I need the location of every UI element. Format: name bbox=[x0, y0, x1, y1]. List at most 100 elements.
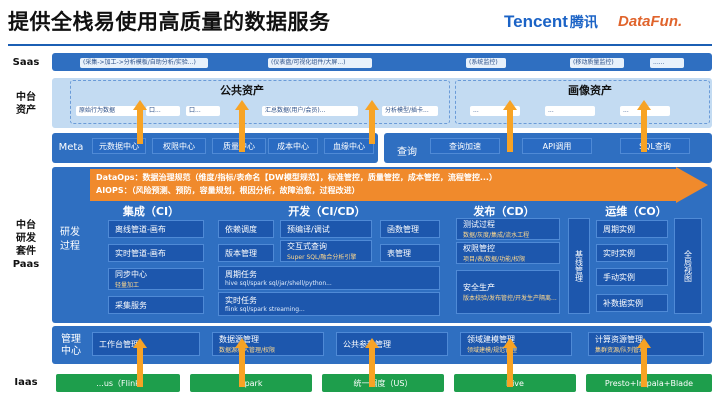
mgmt-label: 管理 中心 bbox=[61, 334, 81, 357]
header-divider bbox=[8, 44, 712, 46]
dev-item-cycle-label: 周期任务 bbox=[225, 270, 257, 279]
co-baseline: 基线管理 bbox=[568, 218, 590, 314]
meta-item-metadata: 元数据中心 bbox=[92, 138, 146, 154]
cd-item-safe-label: 安全生产 bbox=[463, 283, 495, 292]
datafun-logo: DataFun. bbox=[618, 13, 683, 30]
mgmt-item-datasource: 数据源管理数据源接入管理/权限 bbox=[212, 332, 324, 356]
mgmt-item-params-label: 公共参数管理 bbox=[343, 339, 391, 349]
meta-item-quality: 质量中心 bbox=[212, 138, 266, 154]
cd-item-permission-sub: 项目/表/数据/功能/权限 bbox=[463, 256, 526, 263]
mgmt-item-compute-sub: 集群资源/队列管理 bbox=[595, 347, 646, 354]
public-asset-chip-2: 口... bbox=[146, 106, 180, 116]
row-label-asset: 中台 资产 bbox=[16, 92, 36, 116]
saas-band bbox=[52, 53, 712, 71]
mgmt-item-compute-label: 计算资源管理 bbox=[595, 335, 643, 344]
saas-chip-4: (移动质量监控) bbox=[570, 58, 624, 68]
tencent-logo-text: Tencent bbox=[504, 12, 568, 31]
dataops-banner bbox=[90, 167, 708, 203]
cd-item-safe-sub: 版本校验/发布管控/开发生产隔离... bbox=[463, 295, 557, 302]
public-asset-chip-4: 汇总数据(用户/会员)... bbox=[262, 106, 358, 116]
dev-item-precompile: 预编译/调试 bbox=[280, 220, 372, 238]
meta-item-permission: 权限中心 bbox=[152, 138, 206, 154]
query-item-sql: SQL查询 bbox=[620, 138, 690, 154]
page-title: 提供全栈易使用高质量的数据服务 bbox=[8, 10, 331, 34]
iaas-spark: Spark bbox=[190, 374, 312, 392]
ci-item-sync: 同步中心轻量加工 bbox=[108, 268, 204, 290]
meta-label: Meta bbox=[58, 142, 84, 153]
stage-ci: 集成（CI） bbox=[122, 205, 180, 218]
ci-item-collect: 采集服务 bbox=[108, 296, 204, 314]
cd-item-test-label: 测试过程 bbox=[463, 220, 495, 229]
public-asset-chip-3: 口... bbox=[186, 106, 220, 116]
saas-chip-1: (采集->加工->分析模板/自助分析/实验...) bbox=[80, 58, 208, 68]
mgmt-item-workbench: 工作台管理 bbox=[92, 332, 200, 356]
saas-chip-2: (仪表盘/可视化组件/大屏...) bbox=[268, 58, 372, 68]
dev-item-schedule: 依赖调度 bbox=[218, 220, 274, 238]
cd-item-test-sub: 数据/灰度/集成/流水工程 bbox=[463, 232, 530, 239]
portrait-asset-chip-1: ... bbox=[470, 106, 520, 116]
mgmt-item-datasource-sub: 数据源接入管理/权限 bbox=[219, 347, 276, 354]
mgmt-item-modeling-label: 领域建模管理 bbox=[467, 335, 515, 344]
portrait-asset-frame bbox=[455, 80, 710, 124]
asset-band bbox=[52, 78, 712, 128]
portrait-asset-title: 画像资产 bbox=[568, 84, 612, 97]
dev-item-tables: 表管理 bbox=[380, 244, 440, 262]
portrait-asset-chip-3: ... bbox=[620, 106, 670, 116]
saas-chip-5: ...... bbox=[650, 58, 684, 68]
co-item-manual: 手动实例 bbox=[596, 268, 668, 286]
dev-item-interactive: 交互式查询 Super SQL/融合分析引擎 bbox=[280, 240, 372, 262]
dev-item-version: 版本管理 bbox=[218, 244, 274, 262]
co-item-backfill: 补数据实例 bbox=[596, 294, 668, 312]
process-label: 研发 过程 bbox=[60, 227, 80, 252]
dev-item-realtime-label: 实时任务 bbox=[225, 296, 257, 305]
ci-item-collect-label: 采集服务 bbox=[115, 300, 147, 310]
co-global-view: 全局视图 bbox=[674, 218, 702, 314]
ci-item-sync-label: 同步中心 bbox=[115, 270, 147, 279]
stage-co: 运维（CO） bbox=[605, 205, 667, 218]
public-asset-frame bbox=[70, 80, 450, 124]
iaas-flink: ...us（Flink bbox=[56, 374, 180, 392]
public-asset-chip-1: 原始行为数据 bbox=[76, 106, 140, 116]
mgmt-item-params: 公共参数管理 bbox=[336, 332, 448, 356]
dev-item-cycle-sub: hive sql/spark sql/jar/shell/python... bbox=[225, 280, 332, 287]
mgmt-item-modeling-sub: 领域建模/规范管理 bbox=[467, 347, 518, 354]
public-asset-chip-5: 分析模型/插卡... bbox=[382, 106, 438, 116]
row-label-paas: 中台 研发 套件 Paas bbox=[12, 220, 40, 270]
public-asset-title: 公共资产 bbox=[220, 84, 264, 97]
query-label: 查询 bbox=[397, 147, 417, 158]
row-label-saas: Saas bbox=[12, 56, 40, 68]
query-item-api: API调用 bbox=[522, 138, 592, 154]
iaas-presto: Presto+Impala+Blade bbox=[586, 374, 712, 392]
stage-dev: 开发（CI/CD） bbox=[288, 205, 366, 218]
ci-item-sync-sub: 轻量加工 bbox=[115, 282, 140, 289]
saas-chip-3: (系统监控) bbox=[466, 58, 506, 68]
cd-item-permission-label: 权限管控 bbox=[463, 244, 495, 253]
dev-item-interactive-sub: Super SQL/融合分析引擎 bbox=[287, 254, 357, 261]
dataops-line: DataOps：数据治理规范（维度/指标/表命名【DW模型规范】，标准管控，质量… bbox=[96, 173, 497, 182]
ci-item-realtime-label: 实时管道-画布 bbox=[115, 248, 166, 258]
cd-item-test: 测试过程数据/灰度/集成/流水工程 bbox=[456, 218, 560, 240]
ci-item-realtime: 实时管道-画布 bbox=[108, 244, 204, 262]
mgmt-item-compute: 计算资源管理集群资源/队列管理 bbox=[588, 332, 704, 356]
dev-item-interactive-label: 交互式查询 bbox=[287, 242, 327, 251]
dev-item-functions: 函数管理 bbox=[380, 220, 440, 238]
meta-item-cost: 成本中心 bbox=[268, 138, 318, 154]
stage-cd: 发布（CD） bbox=[473, 205, 535, 218]
co-item-realtime: 实时实例 bbox=[596, 244, 668, 262]
iaas-us: 统一调度（US） bbox=[322, 374, 444, 392]
ci-item-offline-label: 离线管道-画布 bbox=[115, 224, 166, 234]
ci-item-offline: 离线管道-画布 bbox=[108, 220, 204, 238]
tencent-logo-cn: 腾讯 bbox=[569, 14, 598, 30]
row-label-iaas: Iaas bbox=[14, 376, 38, 388]
meta-item-lineage: 血缘中心 bbox=[324, 138, 374, 154]
mgmt-item-datasource-label: 数据源管理 bbox=[219, 335, 259, 344]
iaas-hive: Hive bbox=[454, 374, 576, 392]
mgmt-item-workbench-label: 工作台管理 bbox=[99, 339, 139, 349]
query-item-accelerate: 查询加速 bbox=[430, 138, 500, 154]
dev-item-realtime-sub: flink sql/spark streaming... bbox=[225, 306, 305, 313]
mgmt-item-modeling: 领域建模管理领域建模/规范管理 bbox=[460, 332, 572, 356]
aiops-line: AIOPS：（风险预测、预防，容量规划，根因分析，故障治愈，过程改进） bbox=[96, 186, 360, 195]
